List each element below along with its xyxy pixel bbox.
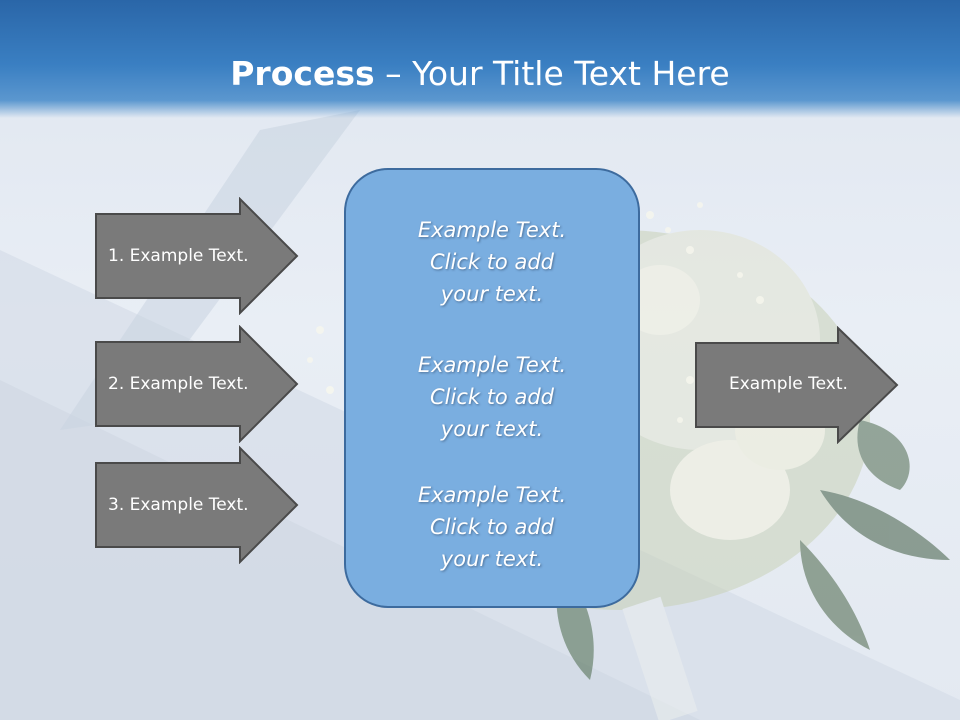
header-band	[0, 0, 960, 118]
result-arrow[interactable]	[694, 326, 900, 444]
center-paragraph-1-line1: Example Text.	[417, 218, 567, 242]
center-text-box[interactable]: Example Text. Click to add your text. Ex…	[344, 168, 640, 608]
title-bold: Process	[230, 54, 375, 93]
step-arrow-3[interactable]	[94, 446, 300, 564]
center-paragraph-3-line3: your text.	[440, 547, 544, 571]
step-arrow-2[interactable]	[94, 325, 300, 443]
center-paragraph-3-line1: Example Text.	[417, 483, 567, 507]
result-arrow-label: Example Text.	[729, 374, 848, 394]
step-arrow-3-label: 3. Example Text.	[108, 495, 249, 515]
title-rest: – Your Title Text Here	[374, 54, 730, 93]
step-arrow-1[interactable]	[94, 197, 300, 315]
center-paragraph-1-line2: Click to add	[429, 250, 554, 274]
center-paragraph-1-line3: your text.	[440, 282, 544, 306]
step-arrow-2-label: 2. Example Text.	[108, 374, 249, 394]
center-paragraph-1: Example Text. Click to add your text.	[346, 214, 638, 310]
center-paragraph-3: Example Text. Click to add your text.	[346, 479, 638, 575]
slide-title: Process – Your Title Text Here	[0, 52, 960, 96]
center-paragraph-2-line1: Example Text.	[417, 353, 567, 377]
center-paragraph-2-line3: your text.	[440, 417, 544, 441]
center-paragraph-2-line2: Click to add	[429, 385, 554, 409]
step-arrow-1-label: 1. Example Text.	[108, 246, 249, 266]
center-paragraph-2: Example Text. Click to add your text.	[346, 349, 638, 445]
center-paragraph-3-line2: Click to add	[429, 515, 554, 539]
